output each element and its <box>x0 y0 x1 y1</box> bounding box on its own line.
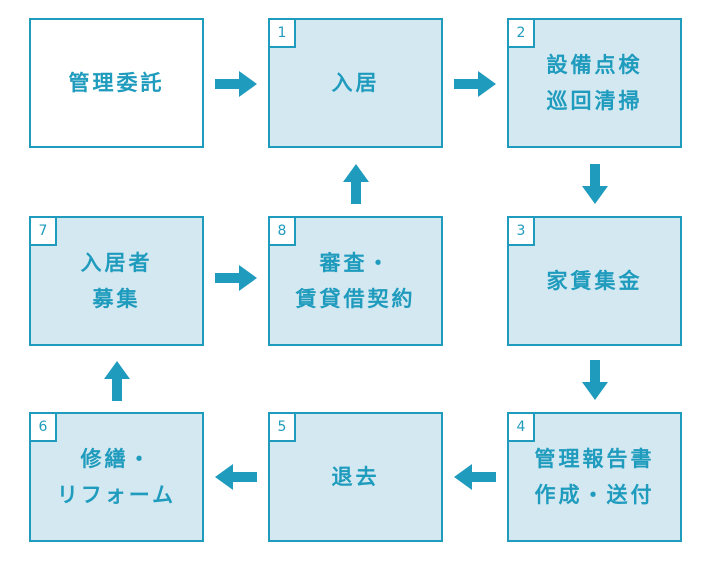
label-line: 退去 <box>331 465 380 489</box>
label-line: リフォーム <box>56 483 177 507</box>
box-label: 退去 <box>332 459 380 495</box>
step-number: 4 <box>509 414 535 442</box>
label-line: 審査・ <box>319 251 392 275</box>
label-line: 設備点検 <box>546 53 643 77</box>
arrow-right-icon <box>215 265 257 291</box>
step-number: 8 <box>270 218 296 246</box>
label-line: 管理報告書 <box>534 447 655 471</box>
box-step-6-repair-renovation: 6 修繕・ リフォーム <box>29 412 204 542</box>
box-label: 修繕・ リフォーム <box>57 441 176 513</box>
label-line: 募集 <box>92 287 141 311</box>
box-step-3-rent-collection: 3 家賃集金 <box>507 216 682 346</box>
label-line: 入居 <box>331 71 380 95</box>
label-line: 巡回清掃 <box>546 89 643 113</box>
label-line: 賃貸借契約 <box>295 287 416 311</box>
box-step-2-inspection-cleaning: 2 設備点検 巡回清掃 <box>507 18 682 148</box>
step-number: 6 <box>31 414 57 442</box>
step-number: 7 <box>31 218 57 246</box>
arrow-up-icon <box>104 361 130 401</box>
box-step-4-management-report: 4 管理報告書 作成・送付 <box>507 412 682 542</box>
label-line: 管理委託 <box>68 71 165 95</box>
box-label: 審査・ 賃貸借契約 <box>296 245 416 317</box>
step-number: 5 <box>270 414 296 442</box>
box-label: 設備点検 巡回清掃 <box>547 47 643 119</box>
step-number: 2 <box>509 20 535 48</box>
box-step-1-move-in: 1 入居 <box>268 18 443 148</box>
label-line: 家賃集金 <box>546 269 643 293</box>
box-step-8-screening-contract: 8 審査・ 賃貸借契約 <box>268 216 443 346</box>
arrow-down-icon <box>582 164 608 204</box>
step-number: 1 <box>270 20 296 48</box>
arrow-right-icon <box>215 71 257 97</box>
box-label: 管理報告書 作成・送付 <box>535 441 655 513</box>
label-line: 入居者 <box>80 251 153 275</box>
box-management-consignment: 管理委託 <box>29 18 204 148</box>
arrow-left-icon <box>454 464 496 490</box>
box-label: 入居者 募集 <box>81 245 153 317</box>
box-label: 管理委託 <box>69 65 165 101</box>
box-step-5-move-out: 5 退去 <box>268 412 443 542</box>
arrow-up-icon <box>343 164 369 204</box>
box-label: 家賃集金 <box>547 263 643 299</box>
label-line: 修繕・ <box>80 447 153 471</box>
box-step-7-tenant-recruitment: 7 入居者 募集 <box>29 216 204 346</box>
label-line: 作成・送付 <box>534 483 655 507</box>
arrow-down-icon <box>582 360 608 400</box>
step-number: 3 <box>509 218 535 246</box>
box-label: 入居 <box>332 65 380 101</box>
arrow-left-icon <box>215 464 257 490</box>
arrow-right-icon <box>454 71 496 97</box>
